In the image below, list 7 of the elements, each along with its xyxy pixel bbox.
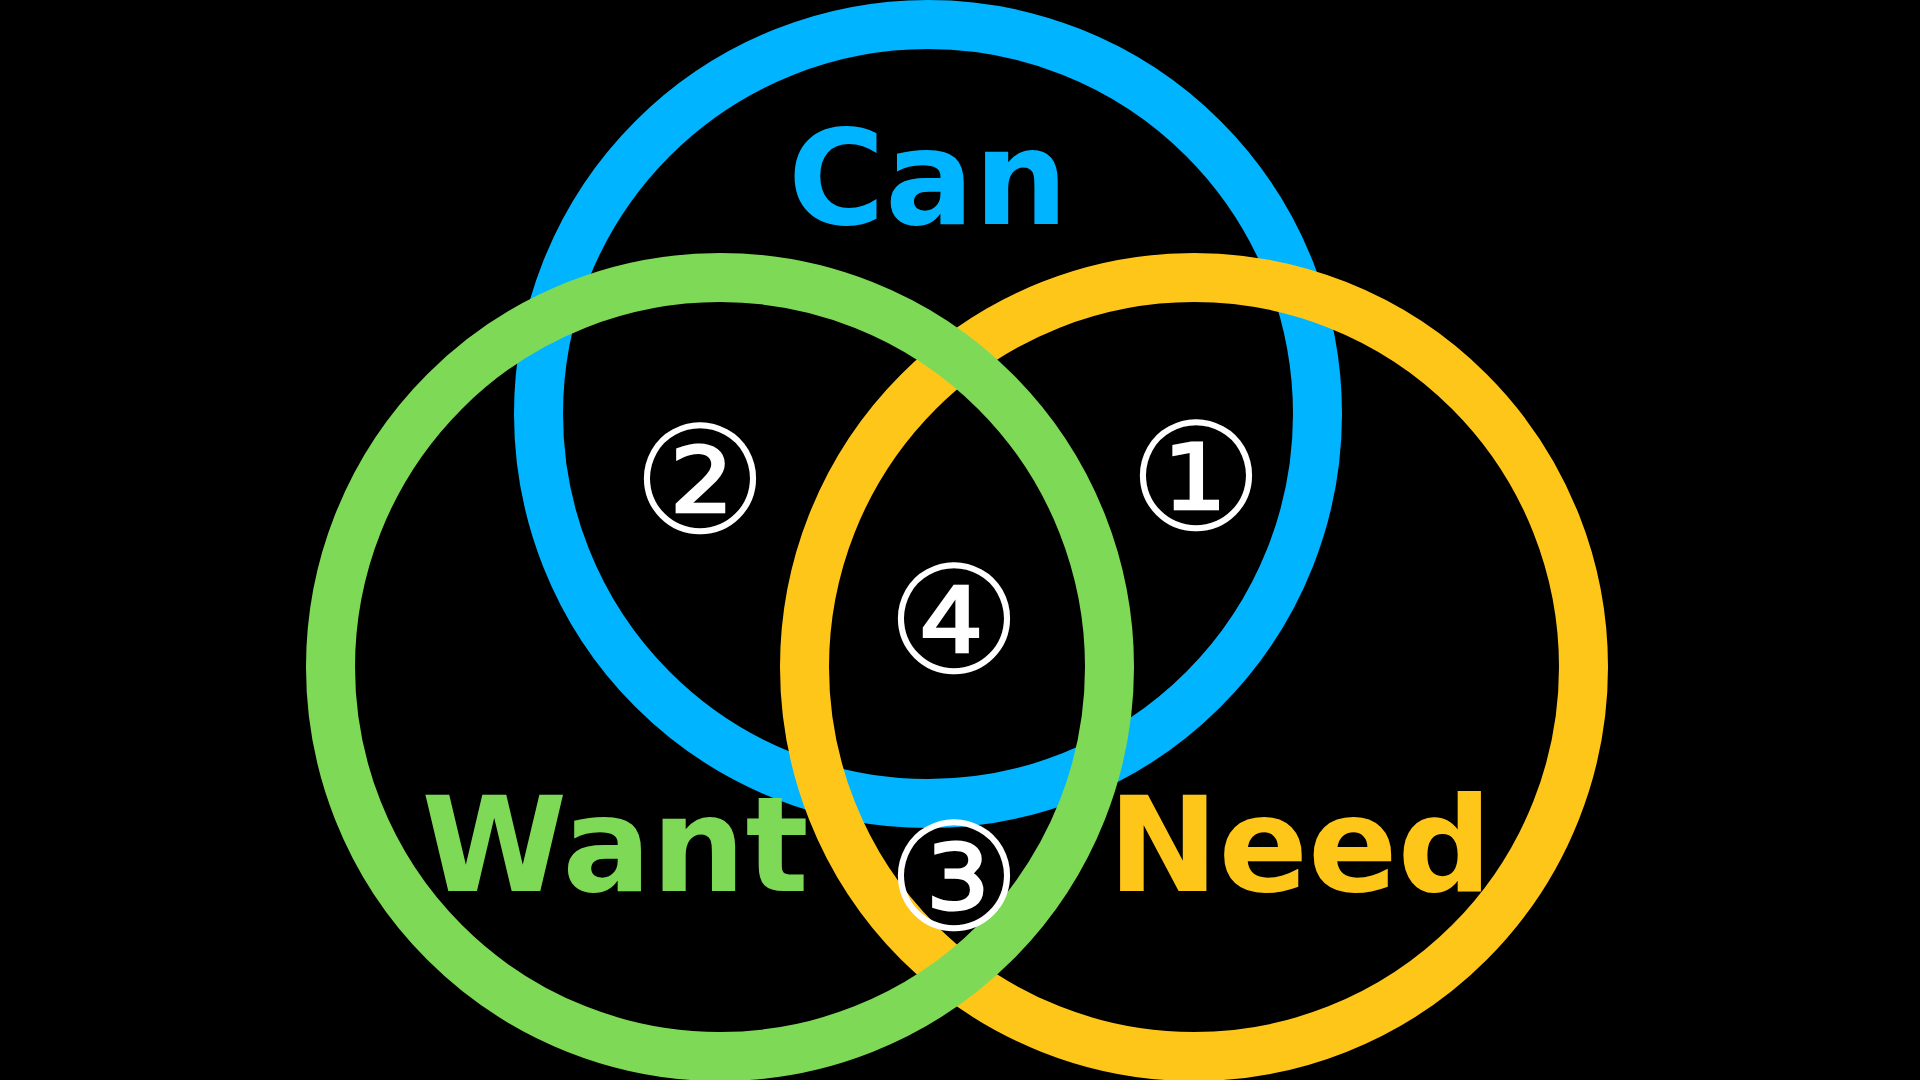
region-number: ① — [1128, 403, 1264, 553]
region-number: ② — [632, 406, 768, 556]
region-number: ③ — [886, 803, 1022, 953]
set-label: Want — [421, 779, 809, 911]
set-label: Can — [788, 112, 1068, 244]
region-number: ④ — [886, 546, 1022, 696]
set-label: Need — [1108, 779, 1492, 911]
